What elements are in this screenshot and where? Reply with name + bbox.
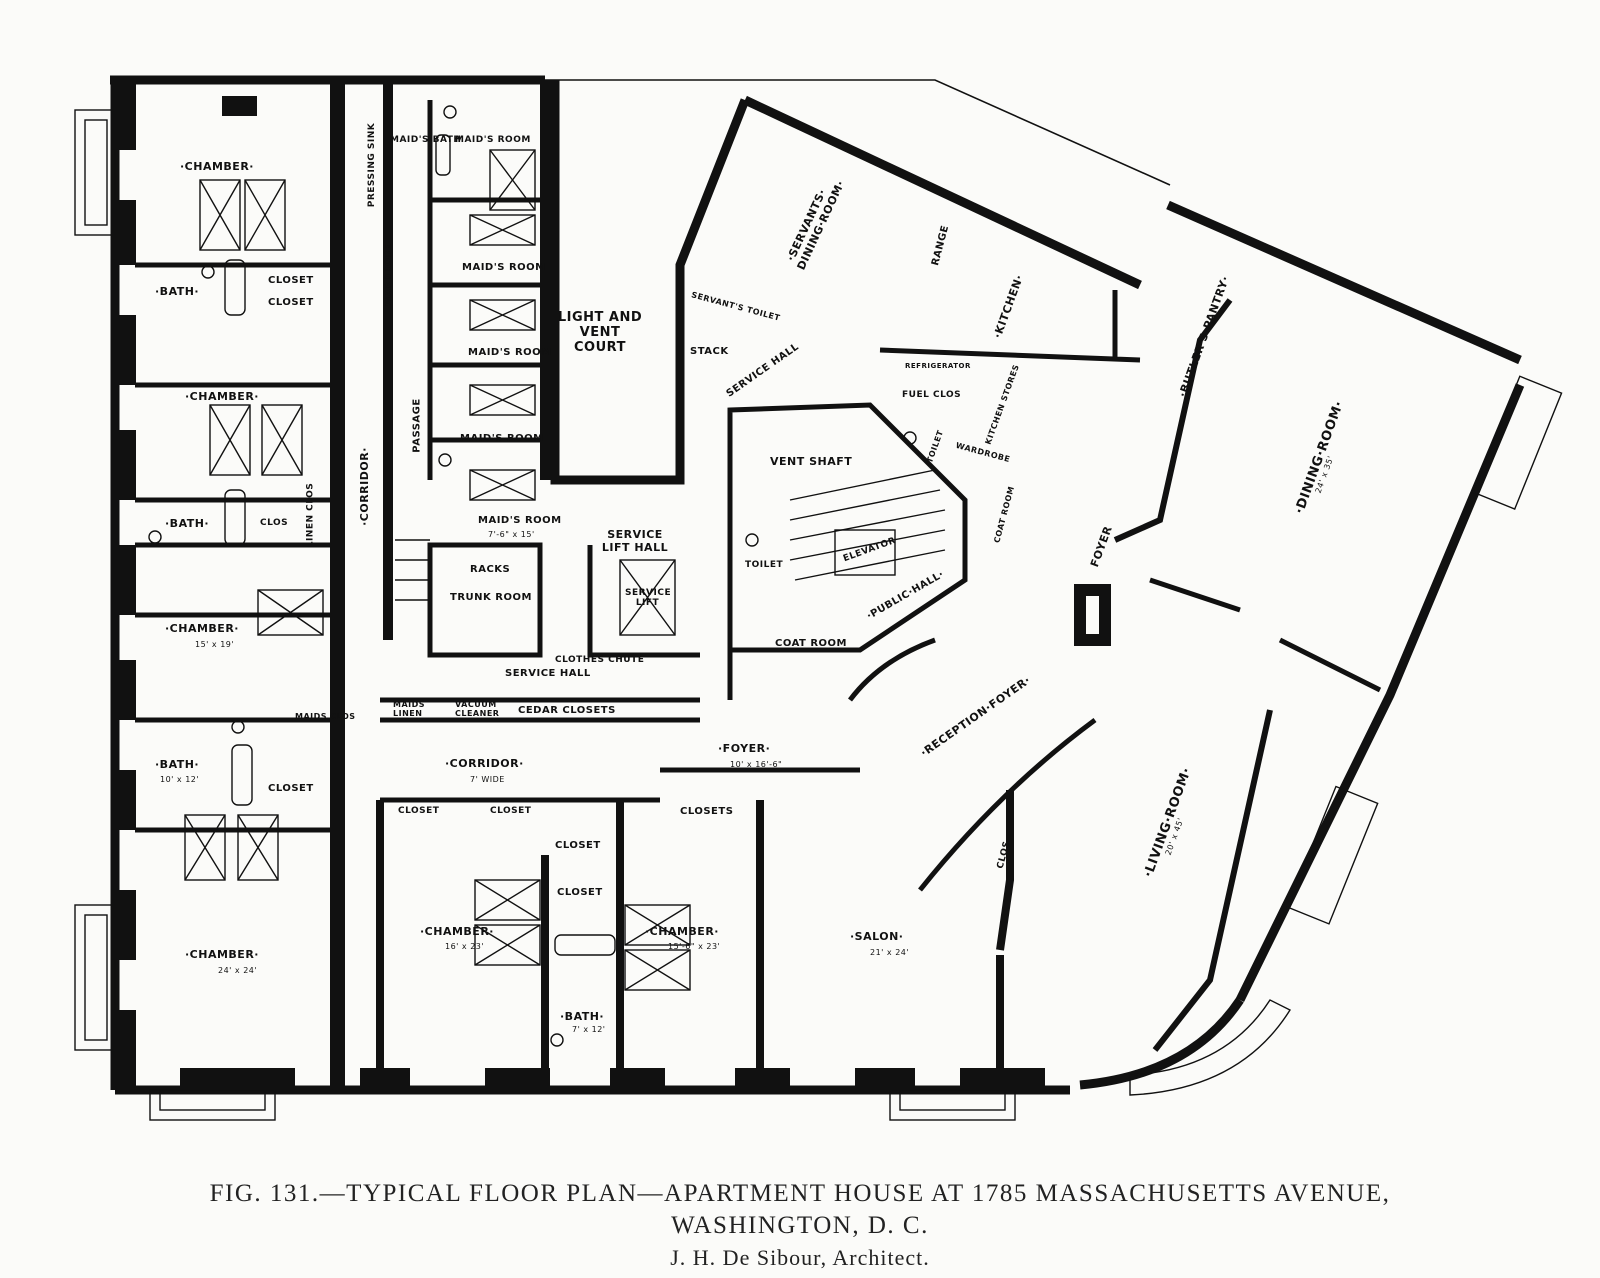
label-stack: STACK xyxy=(690,346,729,357)
label-maids-room-5-dim: 7'-6" x 15' xyxy=(488,530,535,539)
interior-walls xyxy=(135,100,1382,1070)
label-bath-3: ·BATH· xyxy=(155,758,200,771)
bay-windows xyxy=(74,109,1563,1121)
label-chamber-3: ·CHAMBER· xyxy=(165,622,239,635)
label-maids-room-1: MAID'S ROOM xyxy=(455,135,531,145)
label-service-lift-hall: SERVICE LIFT HALL xyxy=(601,528,669,554)
label-corridor-horizontal-dim: 7' WIDE xyxy=(470,775,505,784)
label-chamber-3-dim: 15' x 19' xyxy=(195,640,235,649)
label-chamber-1: ·CHAMBER· xyxy=(180,160,254,173)
label-closets: CLOSETS xyxy=(680,806,734,817)
label-bath-4-dim: 7' x 12' xyxy=(572,1025,606,1034)
wall-piers xyxy=(111,80,1045,1090)
label-maids-room-5: MAID'S ROOM xyxy=(478,515,562,526)
label-service-hall: SERVICE HALL xyxy=(505,668,591,679)
label-closet-e: CLOSET xyxy=(490,806,532,816)
label-salon-dim: 21' x 24' xyxy=(870,948,910,957)
label-bath-1: ·BATH· xyxy=(155,285,200,298)
caption-location: WASHINGTON, D. C. xyxy=(671,1212,929,1239)
label-closet-d: CLOSET xyxy=(398,806,440,816)
label-fuel-clos: FUEL CLOS xyxy=(902,390,962,400)
label-chamber-6: ·CHAMBER· xyxy=(645,925,719,938)
caption-architect: J. H. De Sibour, Architect. xyxy=(670,1245,930,1270)
label-chamber-5: ·CHAMBER· xyxy=(420,925,494,938)
label-foyer: ·FOYER· xyxy=(718,742,771,755)
label-chamber-6-dim: 15'-6" x 23' xyxy=(668,942,721,951)
label-maids-room-4: MAID'S ROOM xyxy=(460,433,544,444)
label-corridor-vertical: ·CORRIDOR· xyxy=(357,447,371,526)
label-maids-linen: MAIDS LINEN xyxy=(393,700,426,718)
label-vacuum-cleaner: VACUUM CLEANER xyxy=(455,700,500,718)
label-pressing-sink: PRESSING SINK xyxy=(367,122,378,208)
label-bath-3-dim: 10' x 12' xyxy=(160,775,200,784)
bed-fixtures xyxy=(148,105,917,1047)
label-chamber-2: ·CHAMBER· xyxy=(185,390,259,403)
label-salon: ·SALON· xyxy=(850,930,904,943)
label-clothes-chute: CLOTHES CHUTE xyxy=(555,655,645,665)
label-chamber-4: ·CHAMBER· xyxy=(185,948,259,961)
label-linen-clos: LINEN CLOS xyxy=(305,482,316,548)
caption-title: FIG. 131.—TYPICAL FLOOR PLAN—APARTMENT H… xyxy=(209,1180,1391,1207)
label-closet-c: CLOSET xyxy=(268,783,314,794)
label-chamber-4-dim: 24' x 24' xyxy=(218,966,258,975)
label-refrigerator: REFRIGERATOR xyxy=(905,362,971,370)
label-racks: RACKS xyxy=(470,564,511,575)
label-closet-g: CLOSET xyxy=(557,887,603,898)
label-clos-a: CLOS xyxy=(260,518,289,528)
label-cedar-closets: CEDAR CLOSETS xyxy=(518,705,616,716)
label-closet-a: CLOSET xyxy=(268,275,314,286)
label-passage: PASSAGE xyxy=(411,398,423,453)
label-toilet-2: TOILET xyxy=(745,560,784,570)
label-bath-4: ·BATH· xyxy=(560,1010,605,1023)
label-maids-room-2: MAID'S ROOM xyxy=(462,262,546,273)
stair-treads xyxy=(395,469,946,601)
label-foyer-dim: 10' x 16'-6" xyxy=(730,760,783,769)
label-maids-bath: MAID'S BATH xyxy=(390,135,462,145)
label-light-vent-court: LIGHT AND VENT COURT xyxy=(557,310,643,355)
label-closet-b: CLOSET xyxy=(268,297,314,308)
label-maids-clos: MAIDS CLOS xyxy=(295,712,356,721)
label-wardrobe: WARDROBE xyxy=(384,243,395,307)
label-bath-2: ·BATH· xyxy=(165,517,210,530)
label-coat-room: COAT ROOM xyxy=(775,638,847,649)
label-vent-shaft: VENT SHAFT xyxy=(770,455,853,468)
label-closet-f: CLOSET xyxy=(555,840,601,851)
label-corridor-horizontal: ·CORRIDOR· xyxy=(445,757,524,770)
label-service-lift: SERVICE LIFT xyxy=(625,588,672,608)
label-chamber-5-dim: 16' x 23' xyxy=(445,942,485,951)
label-trunk-room: TRUNK ROOM xyxy=(450,592,532,603)
label-maids-room-3: MAID'S ROOM xyxy=(468,347,552,358)
